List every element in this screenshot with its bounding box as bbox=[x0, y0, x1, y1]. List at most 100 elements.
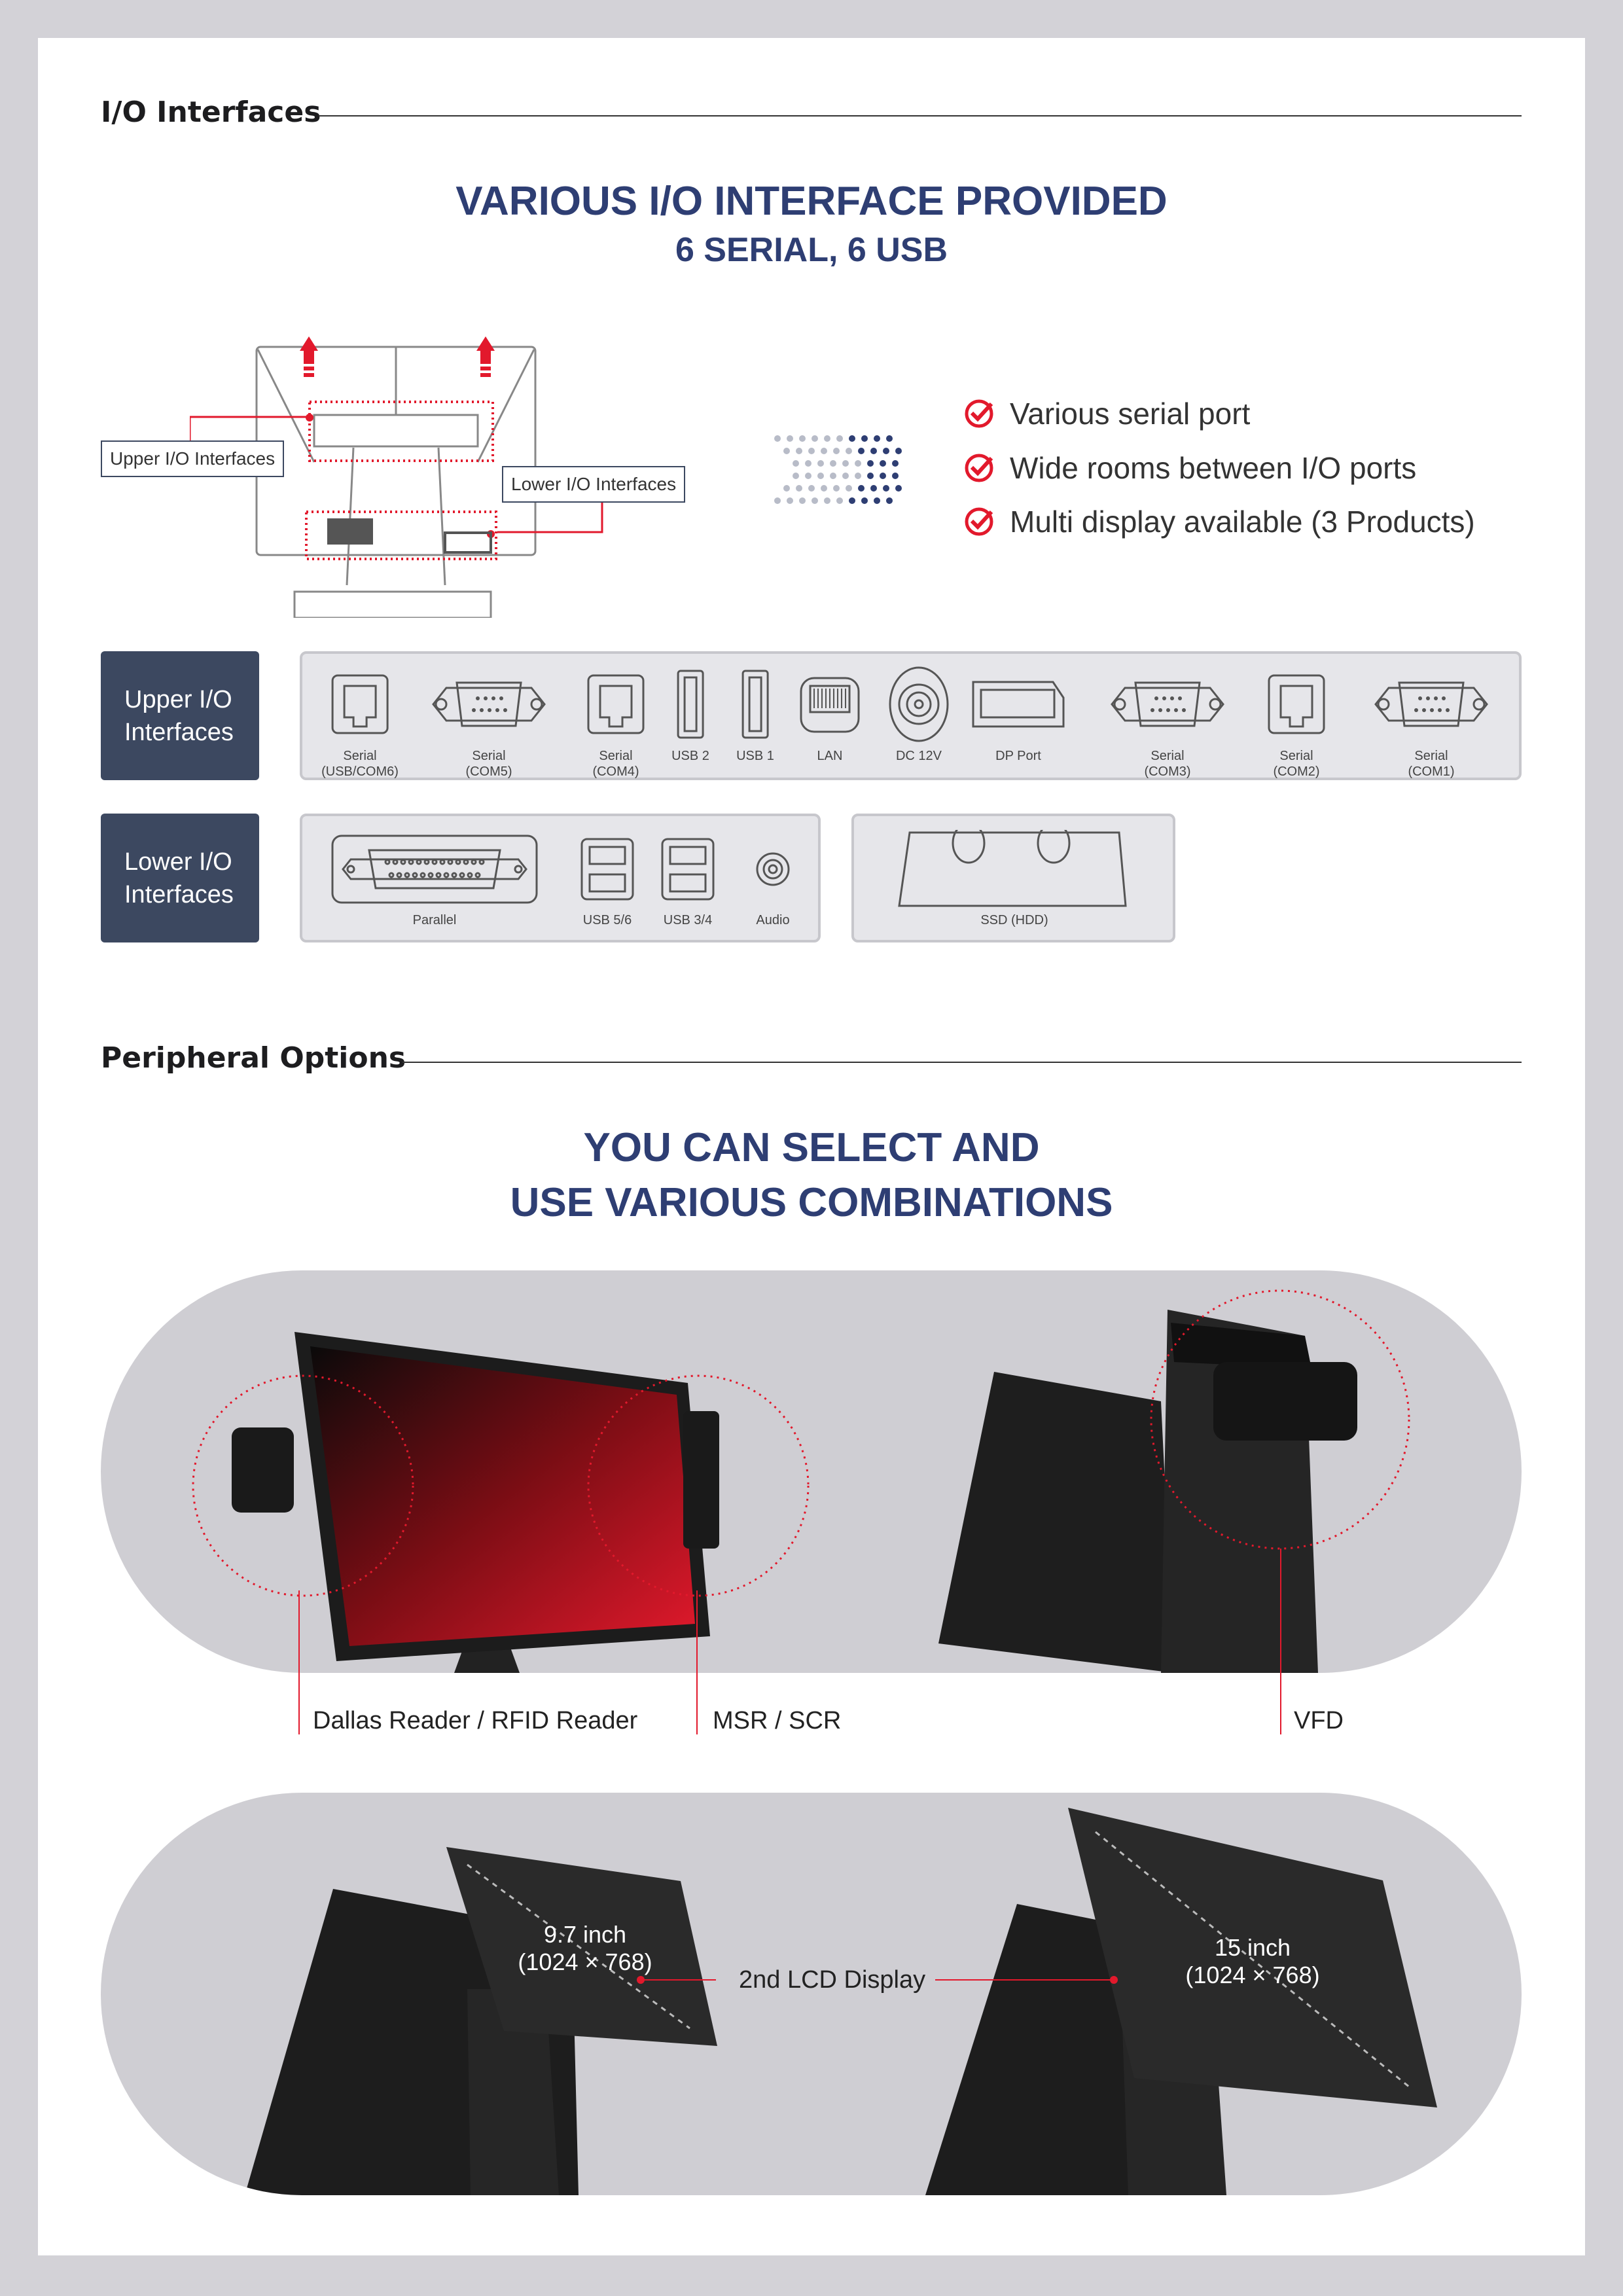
peripheral-headline-1: YOU CAN SELECT AND bbox=[583, 1125, 1040, 1170]
callout-line bbox=[298, 1590, 300, 1734]
section-title-peripheral: Peripheral Options bbox=[101, 1041, 406, 1075]
ssd-bay-icon bbox=[897, 830, 1132, 908]
db9-port-icon bbox=[1105, 664, 1230, 744]
small-display-dimensions: 9.7 inch(1024 × 768) bbox=[518, 1921, 652, 1976]
port-label-sub: (COM5) bbox=[465, 764, 512, 779]
port-usb: USB 2 bbox=[671, 664, 709, 764]
feature-text: Wide rooms between I/O ports bbox=[1010, 451, 1417, 485]
second-display-panel bbox=[101, 1793, 1522, 2195]
peripheral-photos bbox=[192, 1289, 1410, 1673]
port-rj-serial: Serial (USB/COM6) bbox=[321, 664, 399, 780]
port-label: USB 2 bbox=[671, 749, 709, 763]
feature-text: Multi display available (3 Products) bbox=[1010, 505, 1475, 539]
port-label: Serial bbox=[599, 749, 633, 763]
divider bbox=[402, 1062, 1522, 1063]
display-size: 9.7 inch bbox=[543, 1921, 627, 1948]
usb-port-icon bbox=[736, 664, 774, 744]
usb-dual-port-icon bbox=[578, 830, 637, 908]
port-label: USB 5/6 bbox=[582, 913, 632, 927]
peripheral-photo-panel bbox=[101, 1270, 1522, 1673]
port-db9: Serial (COM1) bbox=[1369, 664, 1493, 780]
port-db9: Serial (COM3) bbox=[1105, 664, 1230, 780]
port-label-sub: (COM4) bbox=[592, 764, 639, 779]
storage-panel bbox=[851, 814, 1175, 942]
feature-item: Wide rooms between I/O ports bbox=[963, 450, 1416, 486]
upper-io-label: Upper I/O Interfaces bbox=[101, 651, 259, 780]
lower-io-tag: Lower I/O Interfaces bbox=[502, 466, 686, 503]
callout-dallas-rfid: Dallas Reader / RFID Reader bbox=[313, 1707, 638, 1734]
lan-port-icon bbox=[798, 664, 861, 744]
port-rj-serial: Serial (COM2) bbox=[1265, 664, 1328, 780]
second-display-photos bbox=[245, 1808, 1437, 2195]
port-label: Parallel bbox=[412, 913, 457, 927]
port-label-sub: (COM2) bbox=[1273, 764, 1320, 779]
port-dp: DP Port bbox=[969, 664, 1067, 764]
port-label: SSD (HDD) bbox=[980, 913, 1048, 927]
display-size: 15 inch bbox=[1214, 1934, 1291, 1961]
label-line: Lower I/O bbox=[124, 848, 232, 876]
rear-view-diagram bbox=[255, 336, 537, 618]
port-label-sub: (COM3) bbox=[1144, 764, 1191, 779]
callout-lines bbox=[190, 416, 603, 533]
callout-msr-scr: MSR / SCR bbox=[713, 1707, 842, 1734]
port-label-sub: (USB/COM6) bbox=[321, 764, 399, 779]
rj-serial-port-icon bbox=[1265, 664, 1328, 744]
lower-io-label: Lower I/O Interfaces bbox=[101, 814, 259, 942]
port-rj-serial: Serial (COM4) bbox=[584, 664, 647, 780]
rj-serial-port-icon bbox=[584, 664, 647, 744]
db9-port-icon bbox=[1369, 664, 1493, 744]
callout-line bbox=[696, 1590, 698, 1734]
divider bbox=[319, 115, 1522, 117]
usb-dual-port-icon bbox=[658, 830, 717, 908]
port-usb-dual: USB 5/6 bbox=[578, 830, 637, 928]
io-headline: VARIOUS I/O INTERFACE PROVIDED bbox=[455, 179, 1168, 224]
upper-io-tag: Upper I/O Interfaces bbox=[101, 440, 285, 477]
second-lcd-label: 2nd LCD Display bbox=[739, 1966, 926, 1994]
port-label: DC 12V bbox=[895, 749, 942, 763]
check-icon bbox=[965, 454, 993, 482]
port-label: LAN bbox=[817, 749, 843, 763]
port-label: USB 3/4 bbox=[663, 913, 713, 927]
callout-vfd: VFD bbox=[1294, 1707, 1344, 1734]
port-label: Serial bbox=[1279, 749, 1313, 763]
callout-line bbox=[1280, 1549, 1281, 1734]
io-subheadline: 6 SERIAL, 6 USB bbox=[675, 231, 948, 269]
feature-item: Multi display available (3 Products) bbox=[963, 504, 1475, 539]
usb-port-icon bbox=[671, 664, 709, 744]
db25-port-icon bbox=[330, 830, 539, 908]
feature-text: Various serial port bbox=[1010, 397, 1251, 431]
check-icon bbox=[965, 507, 993, 536]
dc-port-icon bbox=[886, 664, 952, 744]
display-resolution: (1024 × 768) bbox=[1185, 1962, 1320, 1988]
port-label: Serial bbox=[343, 749, 377, 763]
peripheral-headline-2: USE VARIOUS COMBINATIONS bbox=[510, 1180, 1113, 1225]
check-icon bbox=[965, 399, 993, 428]
label-line: Upper I/O bbox=[124, 685, 232, 713]
port-label: Serial bbox=[1150, 749, 1185, 763]
port-label: Serial bbox=[1414, 749, 1448, 763]
dp-port-icon bbox=[969, 664, 1067, 744]
port-usb: USB 1 bbox=[736, 664, 774, 764]
audio-port-icon bbox=[753, 830, 793, 908]
port-db9: Serial (COM5) bbox=[427, 664, 551, 780]
display-resolution: (1024 × 768) bbox=[518, 1948, 652, 1975]
chevron-arrow-icon bbox=[774, 435, 902, 504]
port-usb-dual: USB 3/4 bbox=[658, 830, 717, 928]
rj-serial-port-icon bbox=[321, 664, 399, 744]
port-label: Audio bbox=[756, 913, 790, 927]
port-label: Serial bbox=[472, 749, 506, 763]
label-line: Interfaces bbox=[124, 718, 234, 746]
port-label: DP Port bbox=[995, 749, 1041, 763]
feature-item: Various serial port bbox=[963, 396, 1250, 431]
section-title-io: I/O Interfaces bbox=[101, 96, 321, 129]
port-ssd: SSD (HDD) bbox=[897, 830, 1132, 928]
port-dc: DC 12V bbox=[886, 664, 952, 764]
port-audio: Audio bbox=[753, 830, 793, 928]
port-db25: Parallel bbox=[330, 830, 539, 928]
port-lan: LAN bbox=[798, 664, 861, 764]
port-label: USB 1 bbox=[736, 749, 774, 763]
upper-ports-panel bbox=[300, 651, 1522, 780]
port-label-sub: (COM1) bbox=[1408, 764, 1455, 779]
label-line: Interfaces bbox=[124, 880, 234, 908]
db9-port-icon bbox=[427, 664, 551, 744]
